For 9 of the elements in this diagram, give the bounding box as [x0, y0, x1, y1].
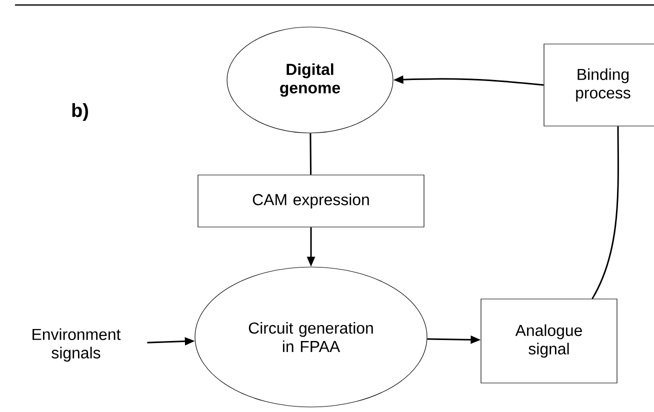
- node-text: Environment signals: [32, 328, 121, 362]
- process-box: CAM expression: [198, 174, 424, 228]
- connector-line: [592, 126, 619, 300]
- process-box: Analogue signal: [480, 298, 618, 384]
- ellipse-node: Digital genome: [226, 26, 394, 134]
- connector-line: [310, 133, 312, 175]
- ellipse-node: Circuit generation in FPAA: [194, 266, 428, 408]
- panel-label: b): [72, 103, 88, 121]
- process-box: Binding process: [544, 44, 654, 126]
